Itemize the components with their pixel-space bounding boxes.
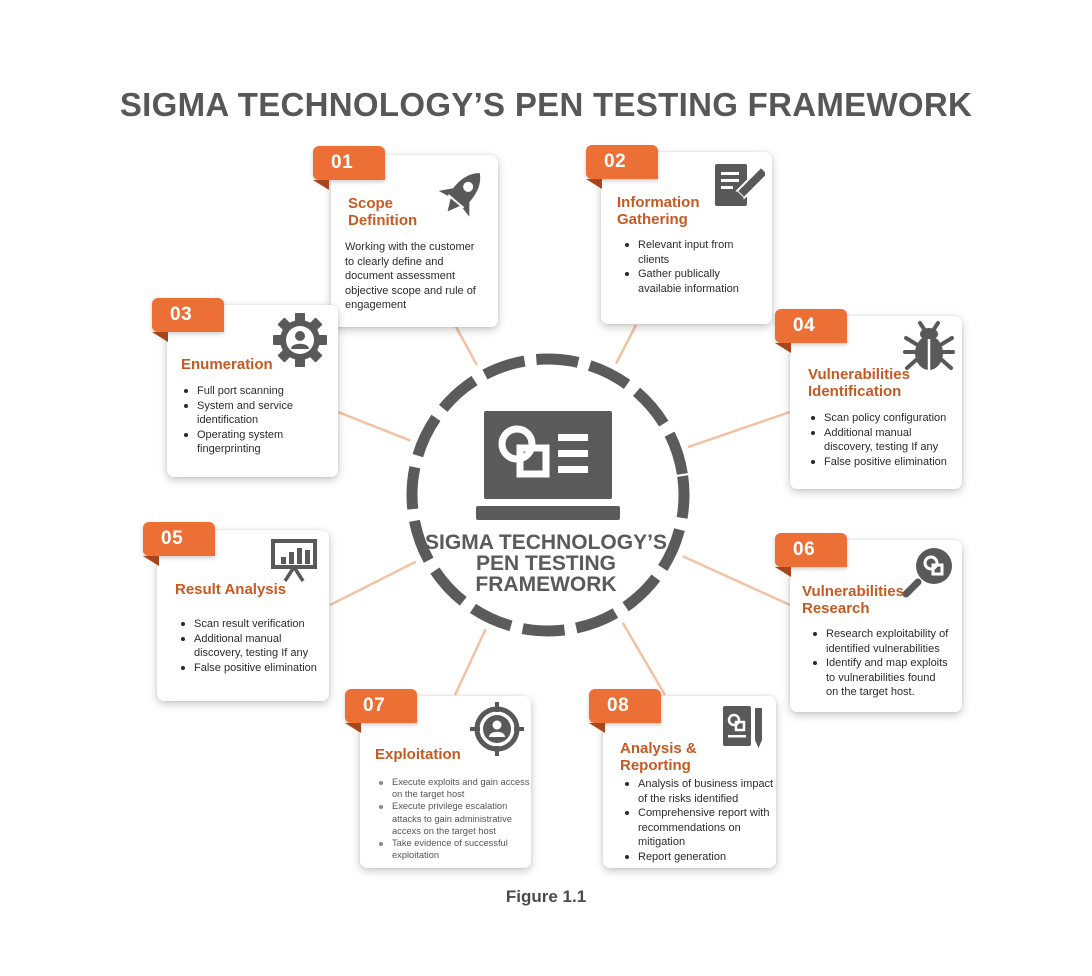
step-number-07: 07	[345, 689, 417, 723]
step-title: Analysis & Reporting	[620, 740, 697, 774]
hub-title-line: SIGMA TECHNOLOGY’S	[425, 531, 667, 554]
list-item: Scan policy configuration	[808, 411, 960, 426]
hub-title: SIGMA TECHNOLOGY’S PEN TESTING FRAMEWORK	[420, 532, 672, 595]
step-card-03: Enumeration Full port scanning System an…	[167, 305, 338, 477]
step-title: Vulnerabilities Research	[802, 583, 904, 617]
presentation-chart-icon	[271, 539, 317, 582]
step-card-08: Analysis & Reporting Analysis of busines…	[603, 696, 776, 868]
hub-ring	[406, 353, 690, 637]
step-card-04: Vulnerabilities Identification Scan poli…	[790, 316, 962, 489]
step-title: Scope Definition	[348, 195, 418, 229]
list-item: False positive elimination	[808, 455, 960, 470]
step-number-08: 08	[589, 689, 661, 723]
step-number-05: 05	[143, 522, 215, 556]
document-edit-icon	[715, 164, 765, 206]
step-card-06: Vulnerabilities Research Research exploi…	[790, 540, 962, 712]
step-number-02: 02	[586, 145, 658, 179]
list-item: Scan result verification	[178, 617, 328, 632]
step-items: Scan result verification Additional manu…	[178, 617, 328, 675]
step-title: Enumeration	[181, 356, 273, 373]
list-item: Report generation	[622, 850, 774, 865]
step-title: Information Gathering	[617, 194, 700, 228]
list-item: Full port scanning	[181, 384, 335, 399]
step-number-01: 01	[313, 146, 385, 180]
step-card-07: Exploitation Execute exploits and gain a…	[360, 696, 531, 868]
report-pencil-icon	[723, 706, 762, 748]
magnifier-icon	[902, 548, 952, 598]
laptop-icon	[476, 411, 620, 520]
step-items: Scan policy configuration Additional man…	[808, 411, 960, 469]
step-title: Vulnerabilities Identification	[808, 366, 910, 400]
step-number-06: 06	[775, 533, 847, 567]
step-description: Working with the customer to clearly def…	[345, 241, 476, 311]
bug-icon	[903, 321, 955, 370]
page-title: SIGMA TECHNOLOGY’S PEN TESTING FRAMEWORK	[119, 86, 973, 123]
step-number-04: 04	[775, 309, 847, 343]
step-card-01: Scope Definition Working with the custom…	[331, 155, 498, 327]
step-title: Exploitation	[375, 746, 461, 763]
step-card-02: Information Gathering Relevant input fro…	[601, 152, 772, 324]
gear-user-icon	[273, 313, 327, 367]
figure-caption: Figure 1.1	[505, 887, 587, 906]
step-number-03: 03	[152, 298, 224, 332]
step-title: Result Analysis	[175, 581, 287, 598]
step-card-05: Result Analysis Scan result verification…	[157, 530, 329, 701]
hub-title-line: FRAMEWORK	[475, 573, 617, 596]
target-user-icon	[470, 702, 524, 756]
list-item: False positive elimination	[178, 661, 328, 676]
rocket-icon	[438, 173, 481, 217]
hub-title-line: PEN TESTING	[475, 552, 617, 575]
